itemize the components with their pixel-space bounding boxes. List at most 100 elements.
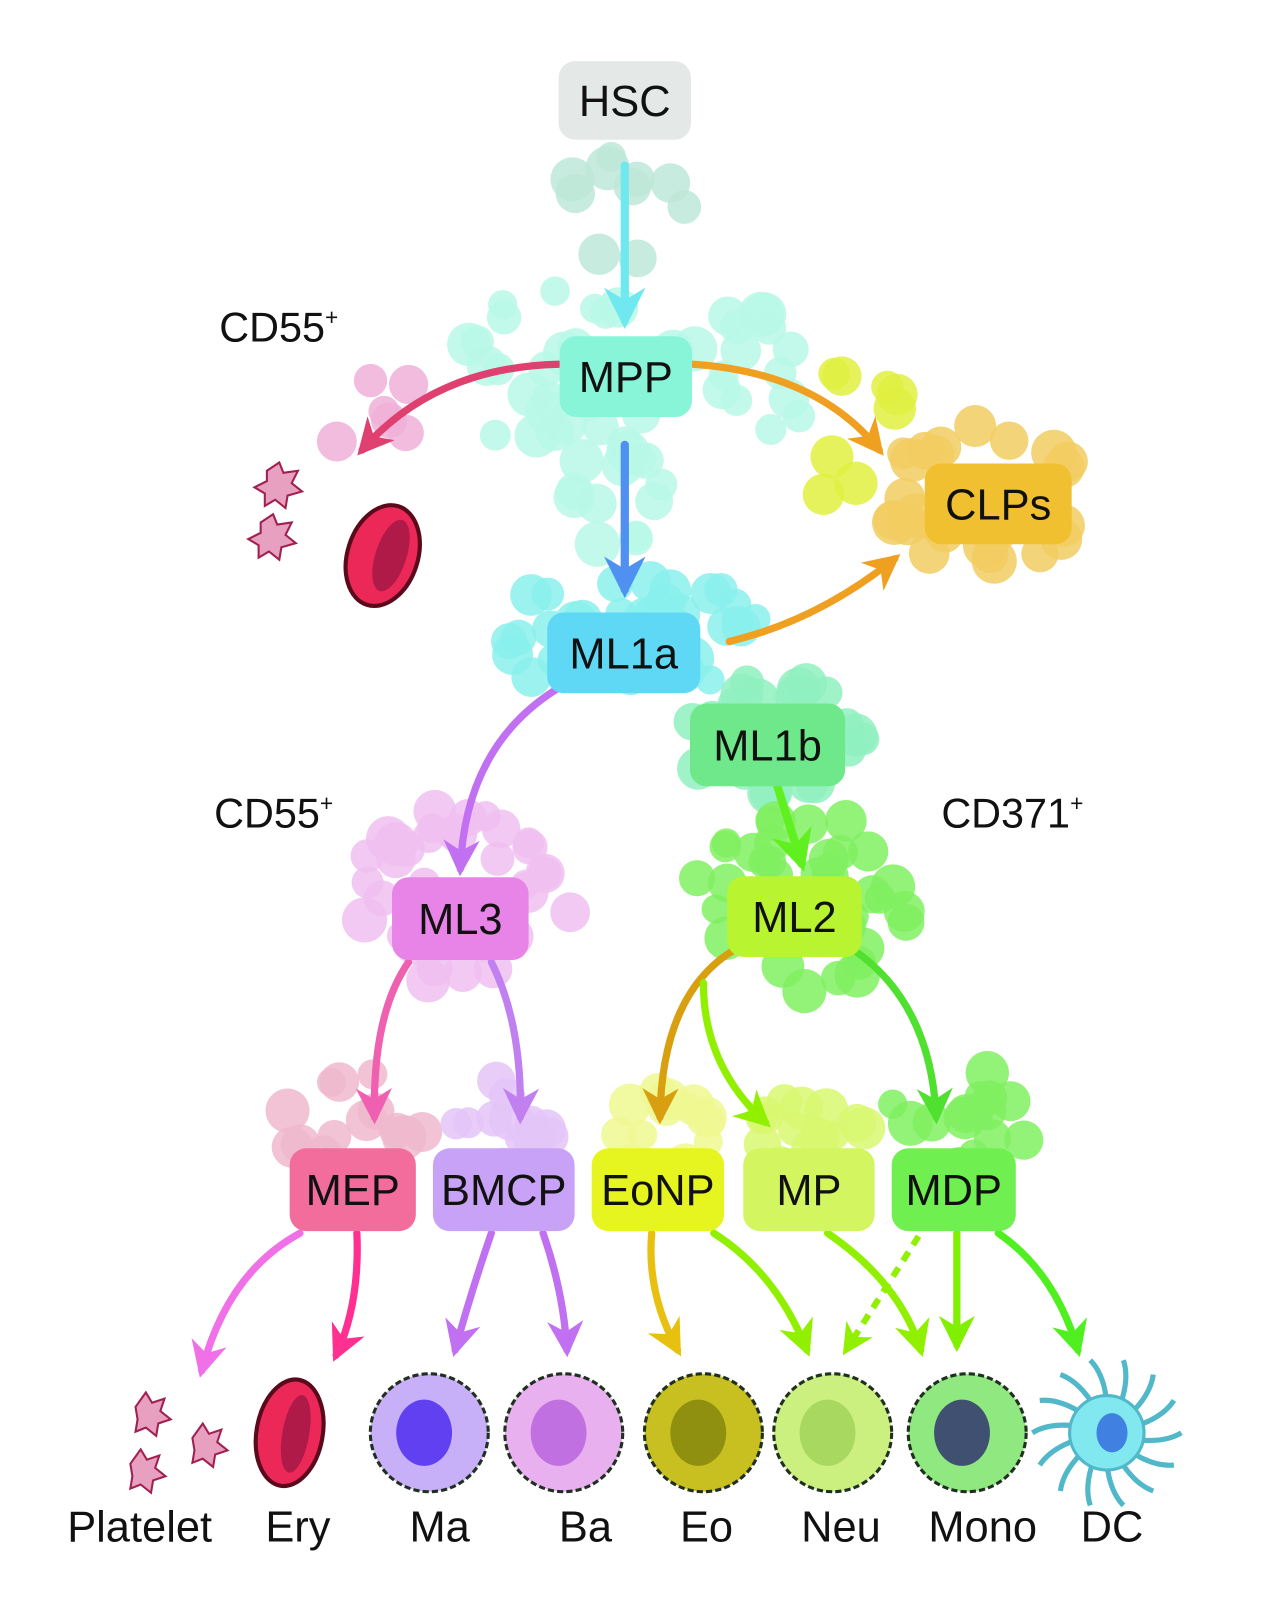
node-mep: MEP xyxy=(289,1148,416,1232)
mpp-cluster-cell xyxy=(589,296,623,329)
eonp-cluster-cell xyxy=(601,1116,637,1153)
node-box xyxy=(558,61,691,140)
mpp-cluster-cell xyxy=(555,472,594,511)
ery-cluster-cell xyxy=(316,421,357,462)
node-box xyxy=(689,703,846,787)
ery-cluster-cell xyxy=(353,363,388,398)
node-hsc: HSC xyxy=(558,61,691,140)
arrow xyxy=(487,958,540,1125)
platelet-icon xyxy=(129,1390,230,1495)
ery-cluster-cell xyxy=(388,364,429,405)
ml2-cluster-cell xyxy=(870,864,916,909)
node-eonp: EoNP xyxy=(591,1148,725,1232)
ml2-cluster-cell xyxy=(748,845,782,879)
mpp-cluster-cell xyxy=(486,300,522,335)
node-mpp: MPP xyxy=(559,336,693,417)
marker-cd55-mid: CD55+ xyxy=(214,790,333,837)
mep-cluster-cell xyxy=(265,1088,310,1133)
node-box xyxy=(924,463,1072,545)
mep-cluster-cell xyxy=(316,1067,347,1097)
mp-cluster-cell xyxy=(820,1120,850,1150)
node-ml3: ML3 xyxy=(392,877,529,961)
arrow xyxy=(642,946,739,1125)
clps-cluster-cell xyxy=(906,431,944,470)
ml1a-cluster-cell xyxy=(629,561,671,603)
arrow xyxy=(191,1229,304,1378)
mpp-cluster-cell xyxy=(574,521,621,567)
ml1a-cluster-cell xyxy=(704,572,738,607)
node-label: EoNP xyxy=(601,1167,714,1215)
ml2-cluster-cell xyxy=(825,800,867,842)
ml1b-cluster-cell xyxy=(730,665,764,700)
clps-cluster-cell xyxy=(989,421,1029,460)
bmcp-cluster-cell xyxy=(504,1122,537,1155)
ml3-cluster-cell xyxy=(443,953,482,993)
basophil-icon xyxy=(503,1372,625,1494)
node-box xyxy=(891,1148,1016,1232)
node-box xyxy=(727,876,862,957)
cell-label: Eo xyxy=(680,1503,733,1551)
marker-cd371: CD371+ xyxy=(941,790,1083,837)
node-label: MPP xyxy=(579,354,673,402)
node-box xyxy=(392,877,529,961)
ml2-cluster-cell xyxy=(822,835,858,870)
arrow xyxy=(771,776,812,872)
arrow xyxy=(357,360,563,456)
arrow xyxy=(445,1229,495,1358)
arrow xyxy=(710,1229,813,1357)
arrow xyxy=(647,1229,682,1357)
dashed-arrow xyxy=(842,1234,922,1356)
node-box xyxy=(559,336,693,417)
eonp-cluster-cell xyxy=(673,1084,715,1126)
ml3-cluster-cell xyxy=(550,892,591,933)
mpp-cluster-cell xyxy=(540,276,570,306)
cell-label: Neu xyxy=(801,1503,881,1551)
node-bmcp: BMCP xyxy=(432,1148,575,1232)
node-mdp: MDP xyxy=(891,1148,1016,1232)
cell-label: Ma xyxy=(409,1503,470,1551)
ml3-cluster-cell xyxy=(525,853,565,894)
node-box xyxy=(289,1148,416,1232)
node-label: ML1a xyxy=(569,630,678,678)
neutrophil-icon xyxy=(772,1372,894,1494)
monocyte-icon xyxy=(906,1372,1028,1494)
mpp-cluster-cell xyxy=(635,482,674,521)
node-box xyxy=(591,1148,725,1232)
clps-cluster-cell xyxy=(954,405,997,448)
node-label: MP xyxy=(776,1167,841,1215)
node-box xyxy=(432,1148,575,1232)
arrow xyxy=(539,1229,584,1358)
differentiation-arrows xyxy=(191,161,1088,1378)
mpp-cluster-cell xyxy=(559,438,604,483)
clps-cluster-cell xyxy=(971,538,1017,584)
arrow xyxy=(823,1229,930,1357)
arrow xyxy=(689,360,884,456)
mdp-cluster-cell xyxy=(912,1103,952,1142)
platelet-icon xyxy=(246,460,305,562)
erythrocyte-icon xyxy=(343,503,422,609)
mep-cluster-cell xyxy=(379,1112,416,1149)
node-label: ML2 xyxy=(752,894,837,942)
node-ml2: ML2 xyxy=(727,876,862,957)
cell-label: Ery xyxy=(265,1503,330,1551)
hsc-cluster-cell xyxy=(578,233,620,275)
dendritic-cell-icon xyxy=(1031,1358,1183,1508)
ml1a-cluster-cell xyxy=(510,574,552,616)
ml2-cluster-cell xyxy=(709,830,742,863)
mpp-cluster-cell xyxy=(479,419,511,451)
mdp-cluster-cell xyxy=(957,1093,994,1130)
cell-label: Mono xyxy=(928,1503,1037,1551)
node-mp: MP xyxy=(743,1148,875,1232)
clp-link-cluster-cell xyxy=(834,461,878,506)
ml3-cluster-cell xyxy=(470,801,501,832)
node-clps: CLPs xyxy=(924,463,1072,545)
ml3-cluster-cell xyxy=(341,897,388,943)
mpp-cluster-cell xyxy=(772,331,809,368)
ml1b-cluster-cell xyxy=(810,676,843,709)
mpp-cluster-cell xyxy=(460,325,494,359)
node-label: MDP xyxy=(905,1167,1002,1215)
node-box xyxy=(547,612,701,694)
mpp-cluster-cell xyxy=(719,309,755,345)
